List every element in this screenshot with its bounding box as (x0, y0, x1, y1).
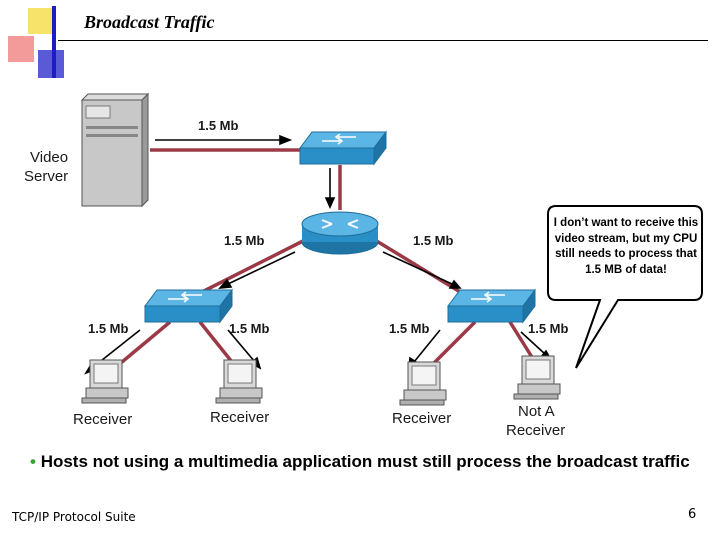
traffic-arrows (84, 134, 553, 375)
switch-right-icon (447, 288, 536, 324)
server-label-2: Server (24, 168, 68, 185)
page-number: 6 (688, 507, 697, 522)
bullet-icon: • (30, 452, 41, 471)
footer-course-title: TCP/IP Protocol Suite (12, 510, 136, 524)
receiver-pc-2-icon (215, 359, 263, 404)
non-receiver-pc-icon (513, 355, 561, 400)
receiver-label-3: Receiver (392, 410, 451, 427)
video-server-icon (80, 92, 150, 208)
switch-top-icon (299, 130, 387, 166)
server-label-1: Video (30, 149, 68, 166)
receiver-label-2: Receiver (210, 409, 269, 426)
not-receiver-label-1: Not A (518, 403, 555, 420)
speech-bubble (547, 205, 703, 369)
title-divider (58, 40, 708, 41)
link-label-pc1: 1.5 Mb (88, 321, 129, 336)
link-label-router-right: 1.5 Mb (413, 233, 454, 248)
link-label-pc2: 1.5 Mb (229, 321, 270, 336)
receiver-pc-1-icon (81, 359, 129, 404)
not-receiver-label-2: Receiver (506, 422, 565, 439)
bullet-point: • Hosts not using a multimedia applicati… (30, 450, 690, 474)
corner-decoration (8, 6, 64, 78)
receiver-label-1: Receiver (73, 411, 132, 428)
link-label-server: 1.5 Mb (198, 118, 239, 133)
link-label-router-left: 1.5 Mb (224, 233, 265, 248)
slide-title: Broadcast Traffic (84, 12, 215, 32)
link-label-pc4: 1.5 Mb (528, 321, 569, 336)
router-icon (301, 211, 379, 255)
network-links (108, 148, 537, 374)
speech-bubble-text: I don’t want to receive this video strea… (553, 217, 699, 276)
receiver-pc-3-icon (399, 361, 447, 406)
bullet-text: Hosts not using a multimedia application… (40, 452, 690, 471)
switch-left-icon (144, 288, 233, 324)
link-label-pc3: 1.5 Mb (389, 321, 430, 336)
